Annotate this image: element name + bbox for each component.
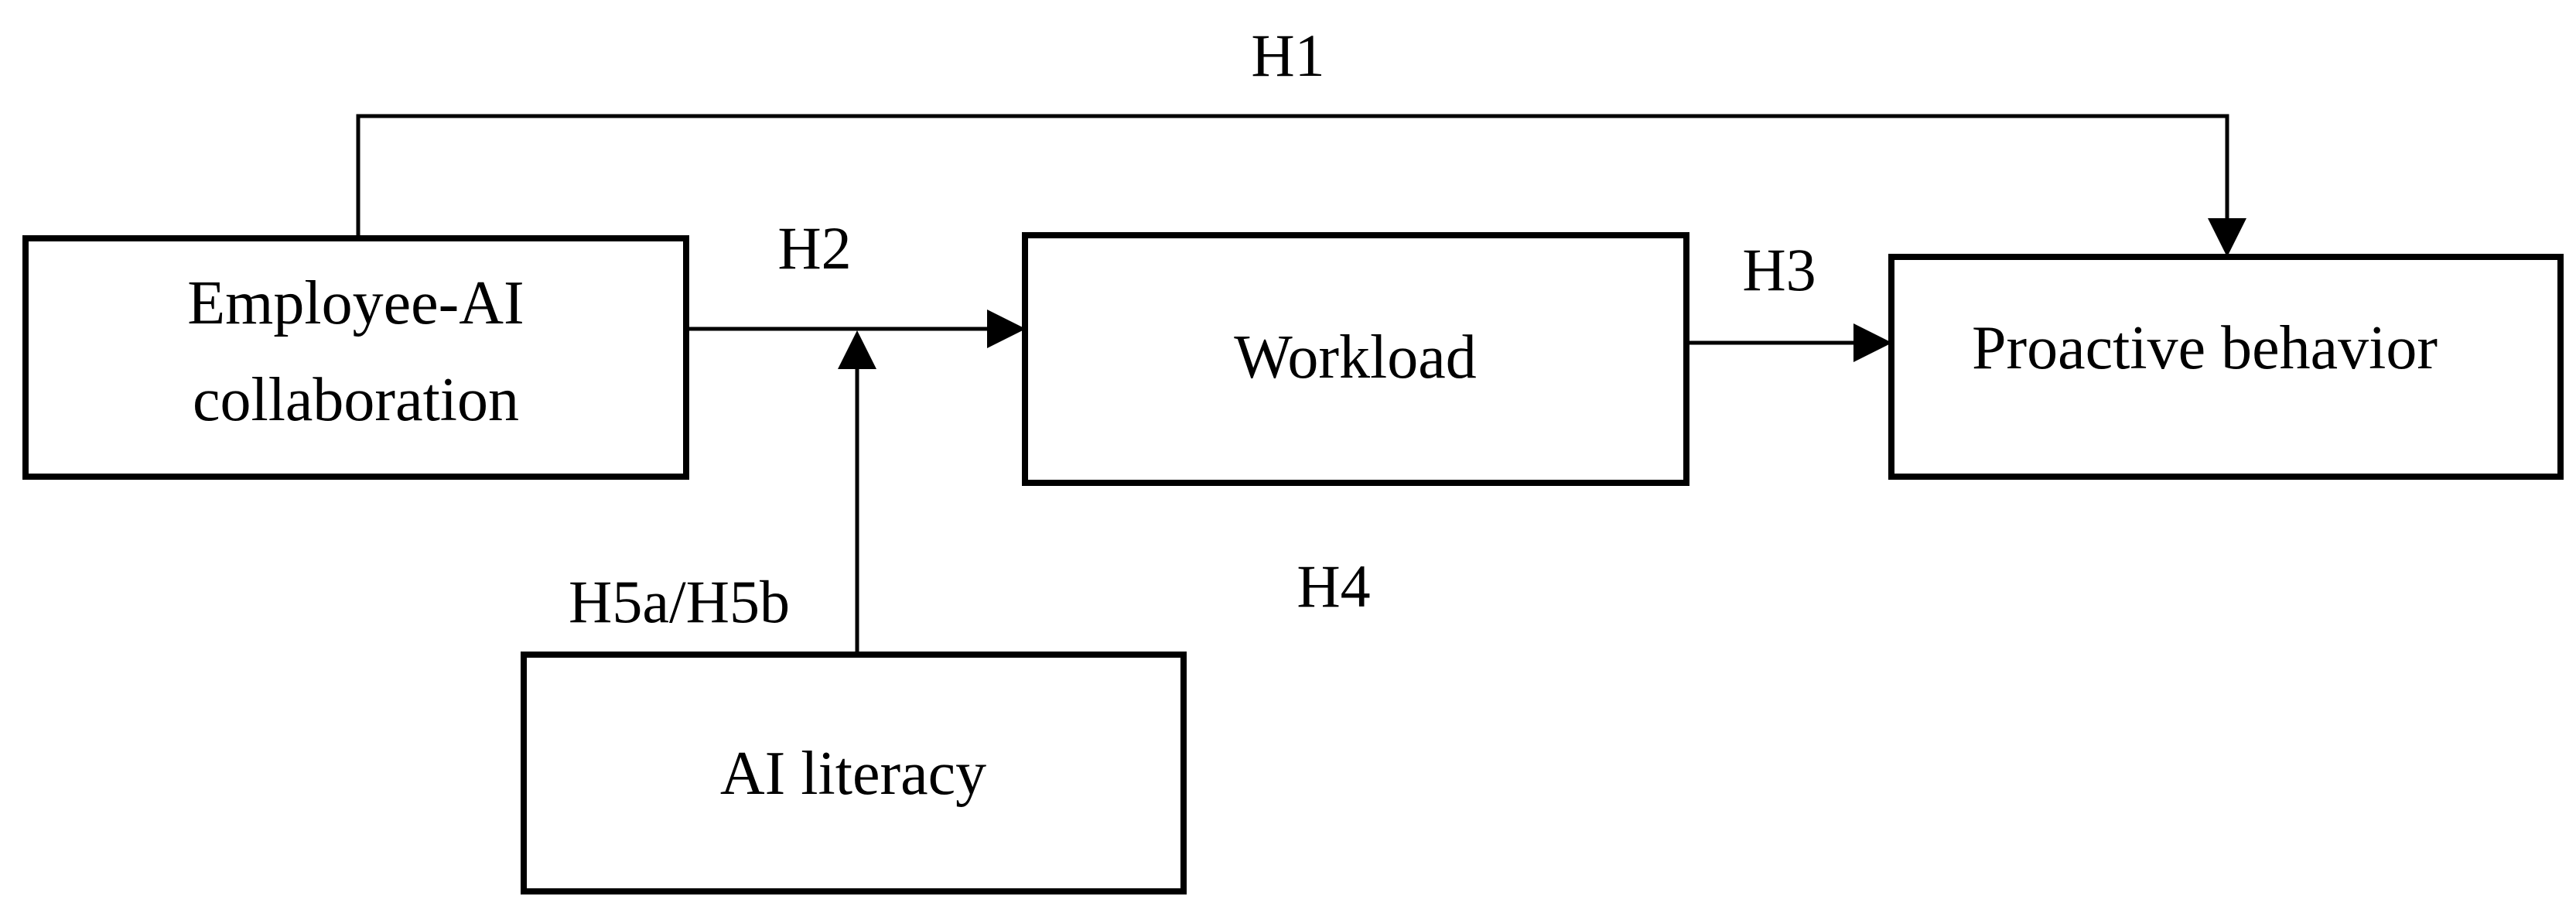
node-ai-literacy-box (521, 652, 1187, 894)
edge-h2-label: H2 (777, 214, 851, 282)
node-workload-label: Workload (1234, 323, 1476, 392)
node-employee-ai-collaboration-label-line1: Employee-AI (187, 269, 524, 337)
edge-h3-label: H3 (1742, 236, 1816, 303)
floating-label-h4: H4 (1297, 552, 1370, 620)
node-workload-box (1022, 232, 1689, 486)
node-employee-ai-collaboration-label-line2: collaboration (193, 366, 519, 434)
node-proactive-behavior-box (1888, 254, 2564, 480)
node-proactive-behavior-label: Proactive behavior (1972, 314, 2438, 382)
node-ai-literacy-label: AI literacy (720, 740, 986, 808)
edge-h1-arrow (356, 114, 2246, 257)
edge-h5-label: H5a/H5b (569, 568, 790, 635)
edge-h1-label: H1 (1251, 22, 1324, 89)
node-employee-ai-collaboration-box (22, 235, 689, 480)
